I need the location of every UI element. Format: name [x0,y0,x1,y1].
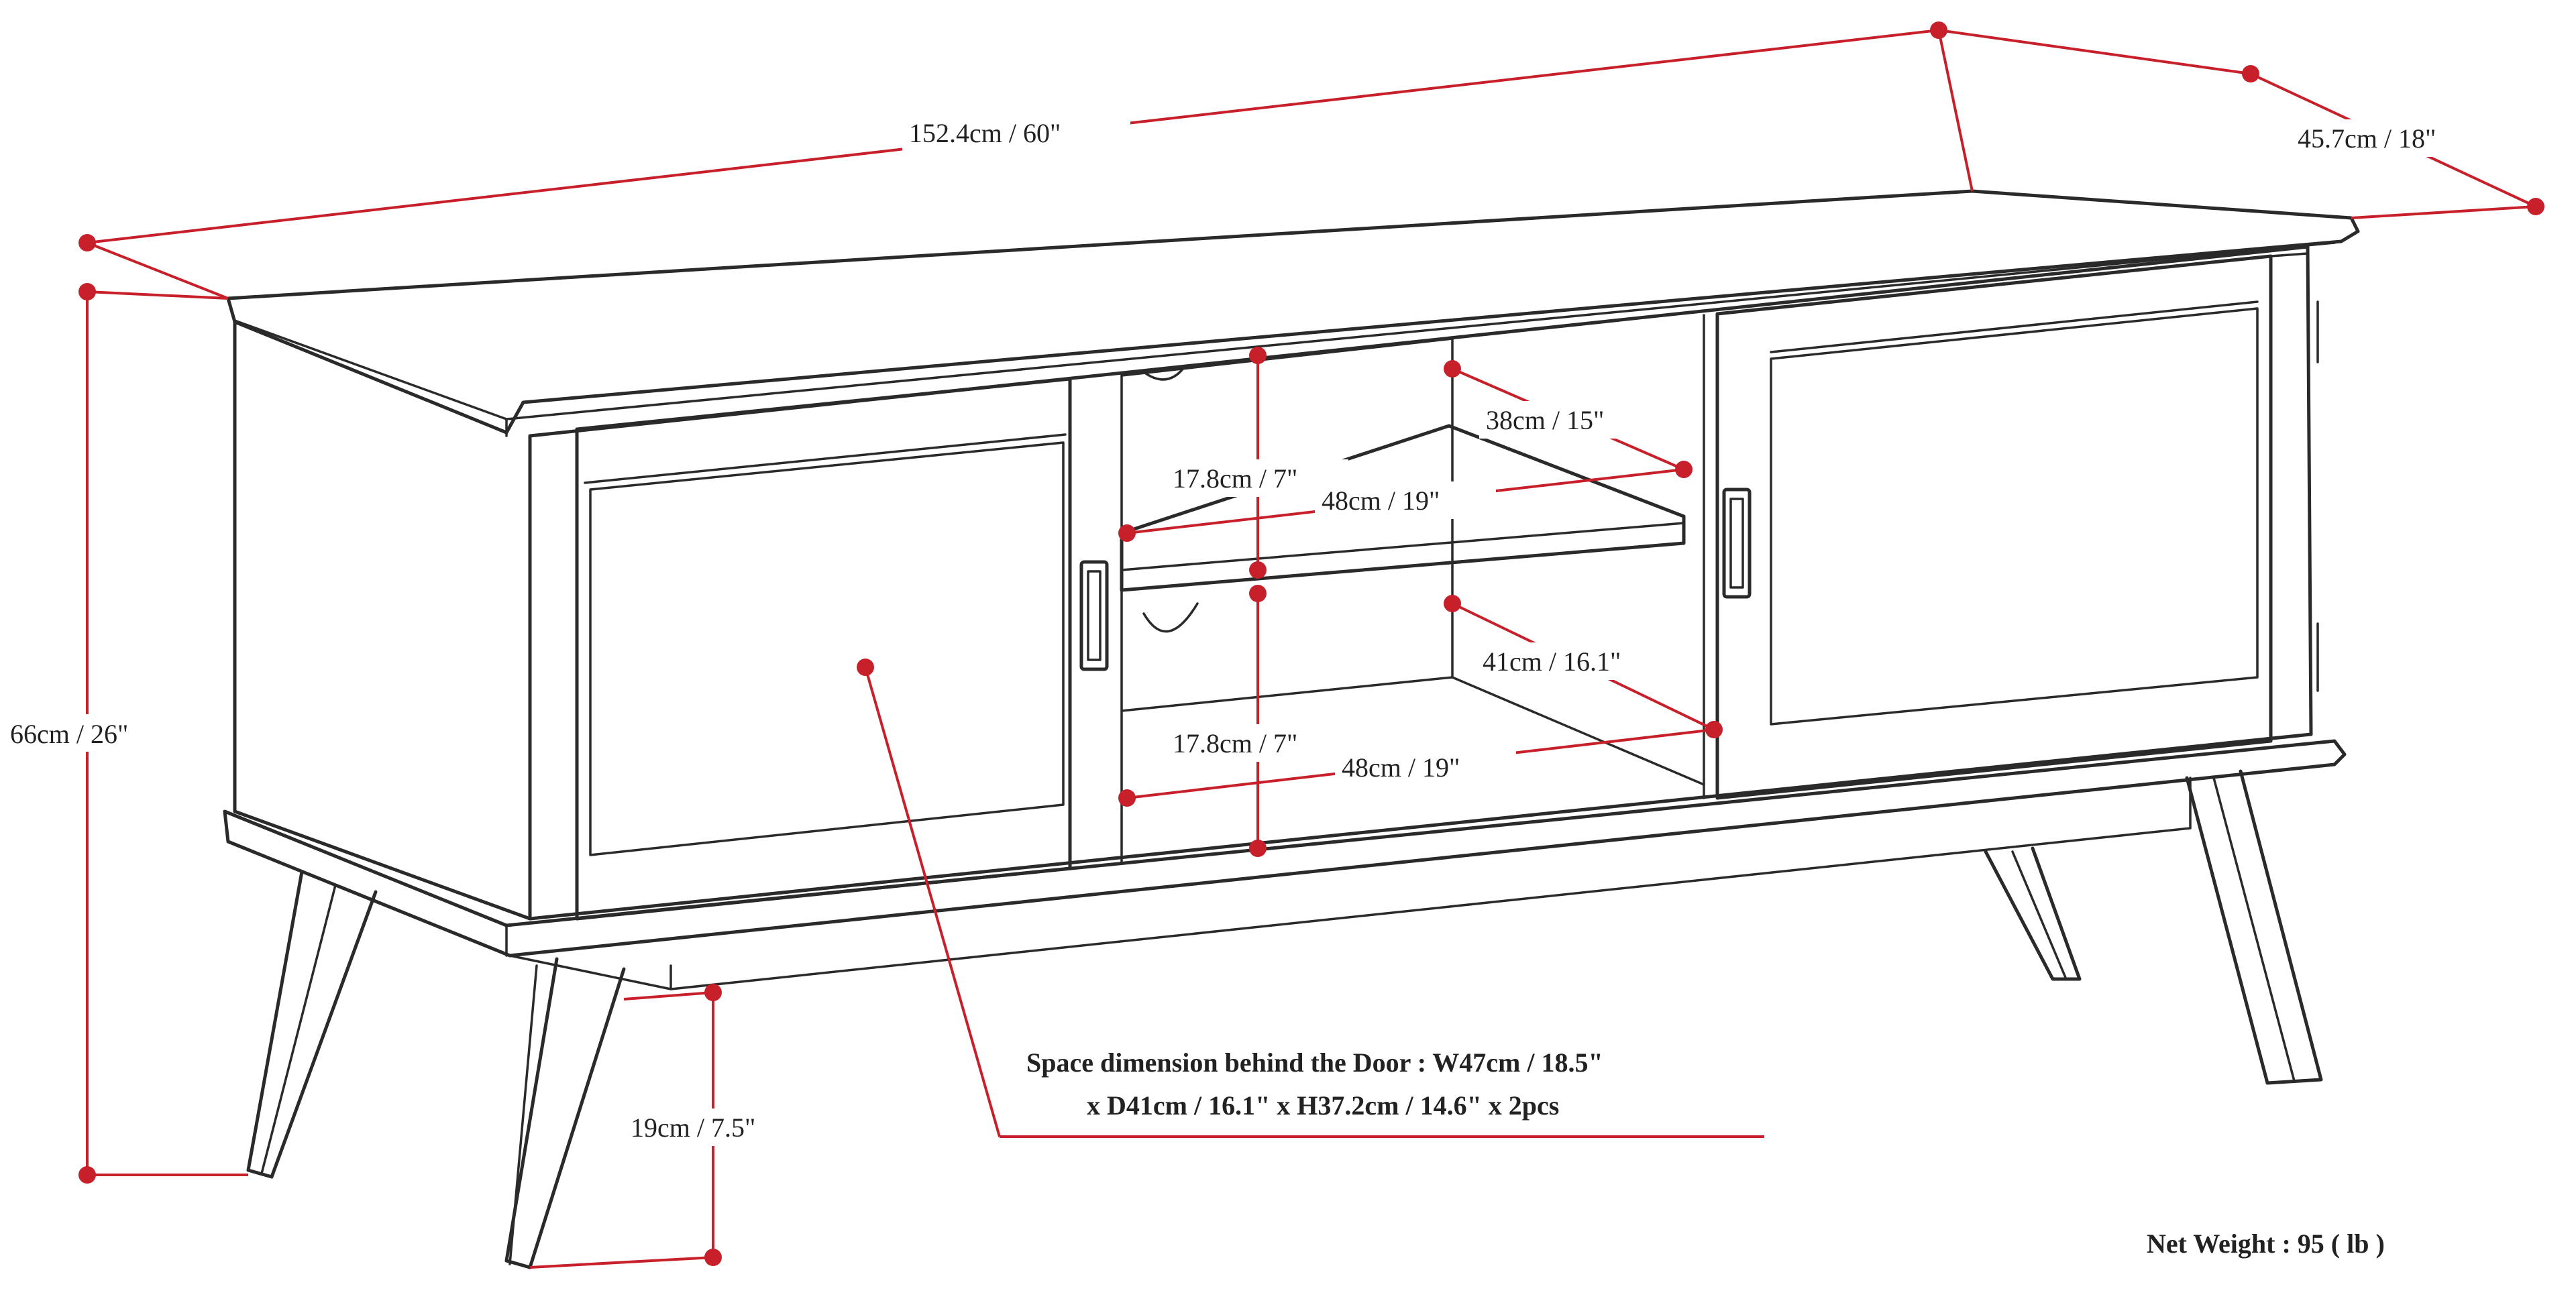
cabinet-front [528,245,2313,921]
upper-shelf-width-label: 48cm / 19" [1322,486,1440,516]
back-left-leg [246,870,378,1179]
tv-stand-drawing [223,189,2360,1269]
net-weight-label: Net Weight : 95 ( lb ) [2147,1229,2385,1259]
upper-shelf-depth-label: 38cm / 15" [1486,405,1604,435]
dimension-lines [78,21,2544,1269]
right-door-handle [1722,488,1752,599]
upper-shelf [1120,424,1686,592]
right-door [1715,254,2273,800]
top-slab [226,189,2360,435]
upper-shelf-height-label: 17.8cm / 7" [1173,463,1297,494]
depth-label: 45.7cm / 18" [2298,123,2436,154]
dimension-labels: 152.4cm / 60" 45.7cm / 18" 66cm / 26" 19… [7,114,2496,1146]
note-line-2: x D41cm / 16.1" x H37.2cm / 14.6" x 2pcs [1087,1090,1559,1121]
base-rail [223,739,2347,958]
left-door-handle [1079,560,1109,671]
note-line-1: Space dimension behind the Door : W47cm … [1026,1047,1603,1078]
leg-height-label: 19cm / 7.5" [631,1113,755,1143]
lower-shelf-height-label: 17.8cm / 7" [1173,728,1297,758]
height-label: 66cm / 26" [10,719,128,749]
interior-space-note: Space dimension behind the Door : W47cm … [1026,1047,1603,1121]
lower-shelf-width-label: 48cm / 19" [1342,752,1460,783]
back-right-leg [1984,846,2082,981]
lower-shelf-depth-label: 41cm / 16.1" [1483,646,1621,677]
width-label: 152.4cm / 60" [909,118,1061,148]
front-left-leg [504,957,626,1269]
